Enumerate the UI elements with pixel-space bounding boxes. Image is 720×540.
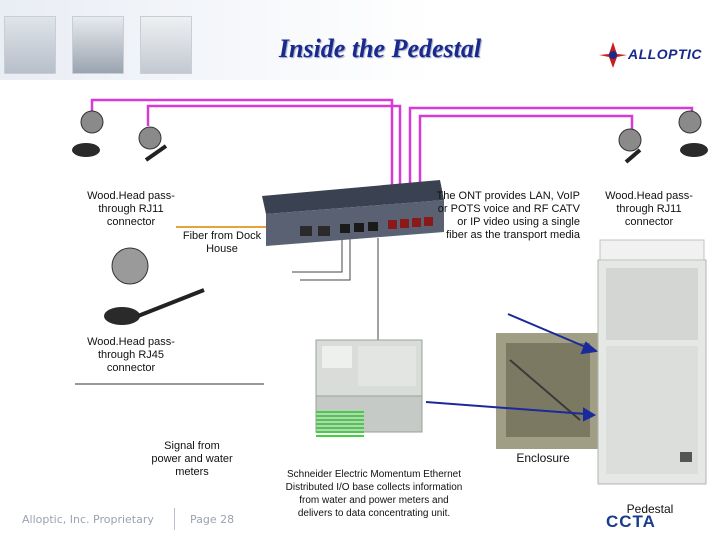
alloptic-logo-icon xyxy=(599,42,627,68)
caption-woodhead-rj11-left: Wood.Head pass-through RJ11 connector xyxy=(87,190,175,228)
ccta-logo: CCTA xyxy=(606,512,656,531)
arrows xyxy=(425,313,599,422)
brand-name: ALLOPTIC xyxy=(628,46,702,62)
caption-signal: Signal from power and water meters xyxy=(151,440,233,478)
caption-pedestal: Pedestal xyxy=(626,502,674,516)
caption-schneider: Schneider Electric Momentum Ethernet Dis… xyxy=(285,469,463,519)
ont-device xyxy=(262,180,444,246)
rj11-connectors xyxy=(72,110,708,325)
footer-company: Alloptic, Inc. Proprietary xyxy=(22,513,154,526)
header-photo-2 xyxy=(72,16,124,74)
footer-separator xyxy=(174,508,175,530)
caption-enclosure: Enclosure xyxy=(516,451,570,465)
signal-wires xyxy=(316,411,364,437)
footer-page-number: Page 28 xyxy=(190,513,235,526)
caption-fiber: Fiber from Dock House xyxy=(182,230,262,255)
caption-woodhead-rj45: Wood.Head pass-through RJ45 connector xyxy=(87,336,175,374)
header-photo-1 xyxy=(4,16,56,74)
schneider-module xyxy=(315,339,423,433)
caption-ont: The ONT provides LAN, VoIP or POTS voice… xyxy=(436,190,580,241)
ethernet-lines xyxy=(292,238,379,340)
caption-woodhead-rj11-right: Wood.Head pass-through RJ11 connector xyxy=(605,190,693,228)
page-title: Inside the Pedestal xyxy=(278,34,482,63)
pedestal-cabinet xyxy=(597,239,707,485)
header-photo-3 xyxy=(140,16,192,74)
